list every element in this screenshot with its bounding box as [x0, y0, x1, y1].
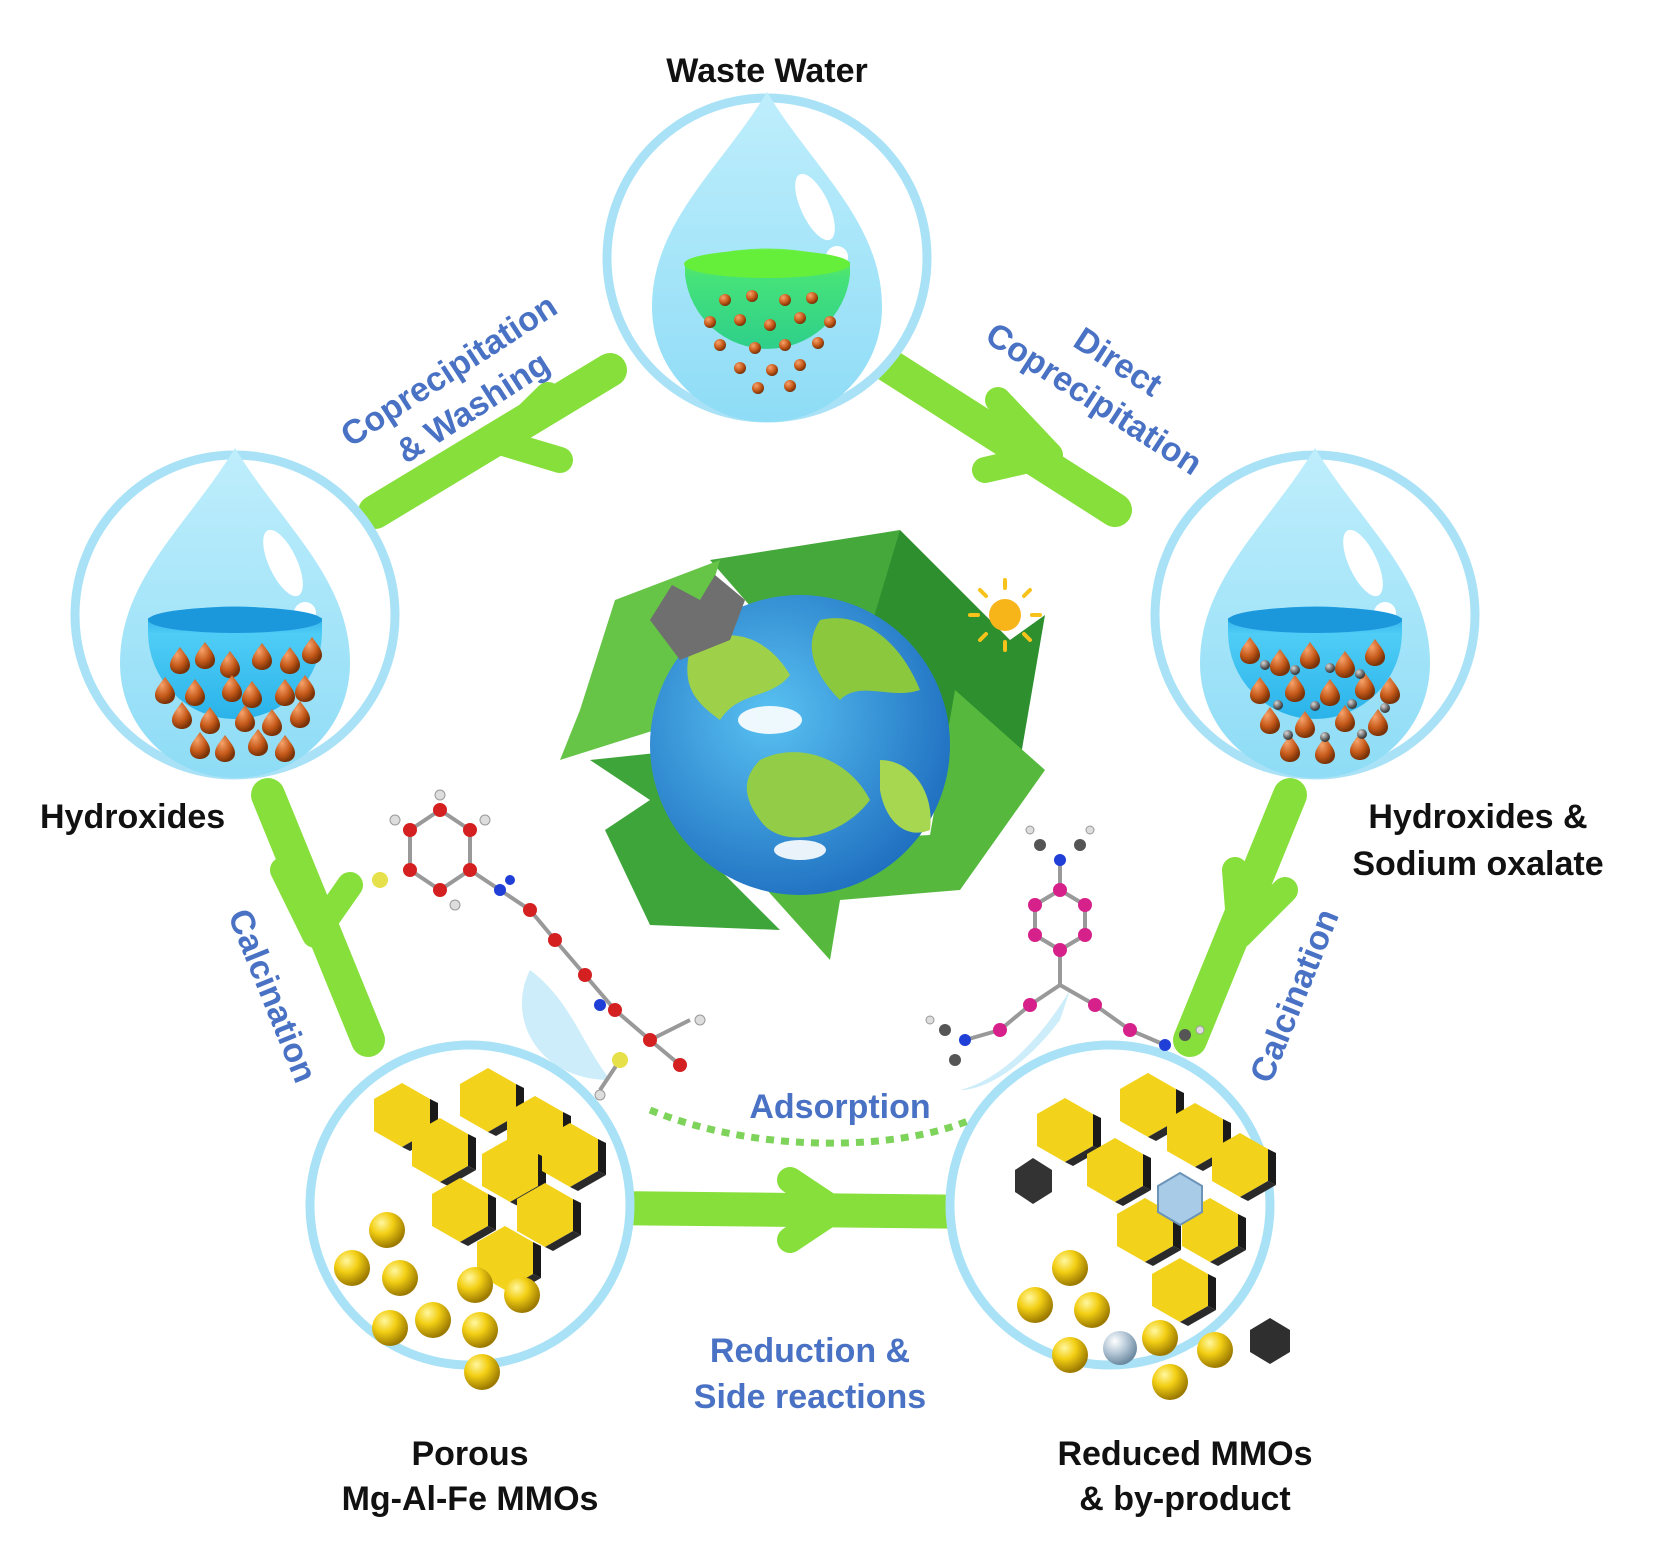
hydroxide-oxalate-particles — [1240, 637, 1400, 764]
chevron-down-right-icon — [972, 387, 1063, 483]
earth-globe-icon — [650, 575, 950, 895]
label-hydroxides: Hydroxides — [40, 798, 225, 836]
label-adsorption: Adsorption — [749, 1088, 930, 1126]
by-product-dark-crystal — [1250, 1318, 1290, 1364]
chevron-right-icon — [777, 1167, 848, 1253]
node-hydroxides-oxalate — [1150, 448, 1480, 780]
dye-molecule-right — [925, 825, 1205, 1090]
chevron-down-icon — [1222, 857, 1298, 948]
chevron-down-left-icon — [487, 382, 573, 473]
arrow-mmo-to-reduced — [588, 1191, 1007, 1229]
label-reduced-mmo-1: Reduced MMOs — [1057, 1435, 1312, 1473]
pollutant-particles — [704, 290, 836, 394]
node-waste-water — [602, 92, 932, 423]
dye-molecule-left — [372, 789, 706, 1101]
label-hydroxides-oxalate-1: Hydroxides & — [1368, 798, 1587, 836]
sun-icon — [968, 578, 1042, 652]
label-porous-mmo-2: Mg-Al-Fe MMOs — [342, 1480, 599, 1518]
by-product-dark-crystal — [1015, 1158, 1052, 1204]
label-reduction-2: Side reactions — [694, 1378, 926, 1416]
node-reduced-mmo — [945, 1040, 1290, 1400]
label-reduction-1: Reduction & — [710, 1332, 910, 1370]
arrowheads — [270, 382, 1298, 1253]
node-hydroxides — [70, 448, 400, 780]
label-waste-water: Waste Water — [666, 52, 868, 90]
adsorption-path — [648, 1106, 972, 1147]
label-porous-mmo-1: Porous — [411, 1435, 528, 1473]
label-reduced-mmo-2: & by-product — [1079, 1480, 1291, 1518]
chevron-down-icon — [270, 857, 363, 948]
reduced-spheres — [1017, 1250, 1233, 1400]
node-porous-mmo — [305, 1040, 635, 1390]
by-product-crystal — [1157, 1171, 1203, 1227]
arrow-waste-to-oxalate — [863, 343, 1132, 527]
label-hydroxides-oxalate-2: Sodium oxalate — [1352, 845, 1603, 883]
